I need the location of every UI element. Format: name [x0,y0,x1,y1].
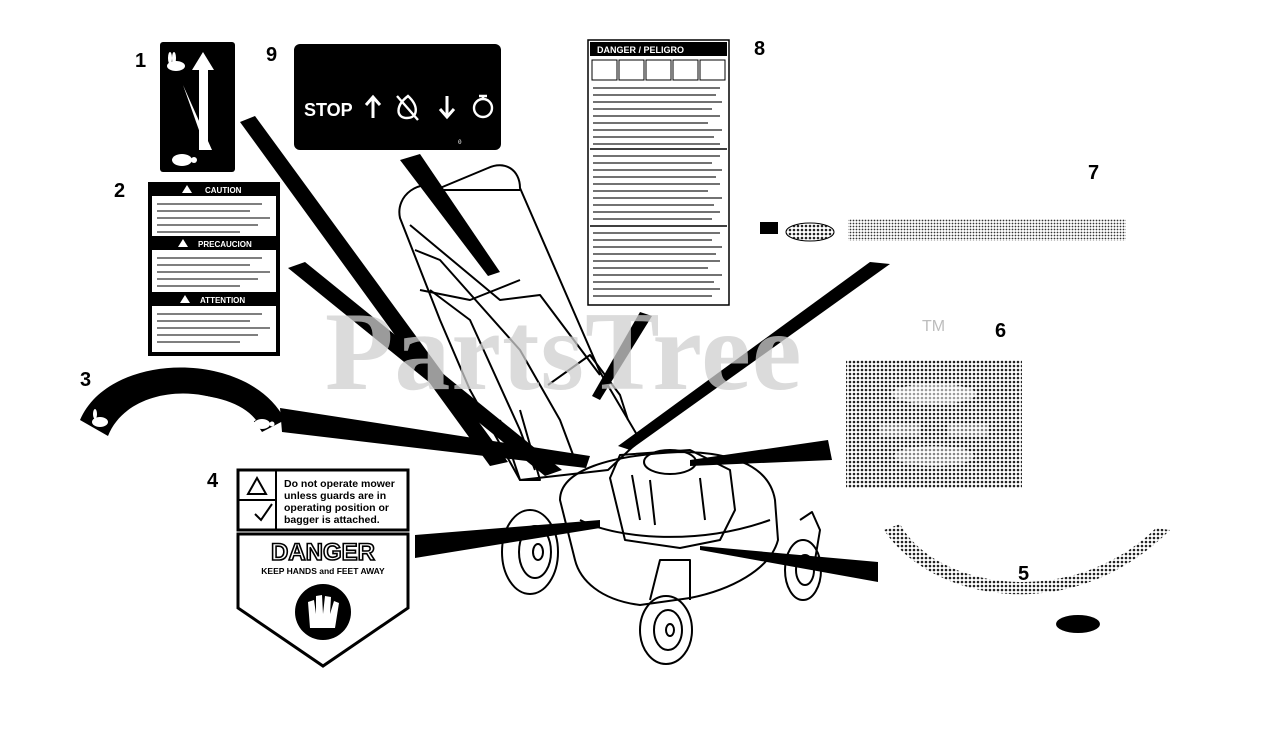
turtle-icon [254,419,275,429]
rear-wheel [501,509,559,595]
rabbit-icon [167,52,185,71]
stop-label: STOP [304,100,353,120]
choke-icon [396,94,419,121]
callout-1: 1 [135,50,147,72]
leader-7 [618,262,890,450]
right-wheel [784,539,822,601]
warning-triangle-icon [246,475,268,495]
caution-label: CAUTION [205,186,242,195]
decal-3-speed-arc [80,367,285,436]
warning-line-4: bagger is attached. [284,514,380,526]
decal-8-danger-peligro: DANGER / PELIGRO [587,39,730,306]
throttle-down-arrow-icon [438,96,456,120]
brand-logo-oval [1056,615,1100,633]
leader-lines [240,116,890,582]
decal-2-caution: CAUTION PRECAUCION ATTENTION [148,182,280,356]
callout-5: 5 [1018,563,1030,585]
precaucion-label: PRECAUCION [198,240,252,249]
up-arrow-icon [192,52,214,150]
checkmark-icon [254,503,273,522]
engine [609,449,736,549]
danger-pictograms [591,59,726,81]
decal-4-guard-warning: Do not operate mower unless guards are i… [236,468,410,668]
brand-logo-oval [785,222,835,242]
turtle-icon [172,154,197,166]
callout-9: 9 [266,44,278,66]
attention-label: ATTENTION [200,296,245,305]
fuel-icon [472,94,494,119]
decal-7-strip [760,219,1126,242]
watermark-trademark: TM [922,318,946,335]
warning-line-3: operating position or [284,502,389,514]
grass-bag [398,164,641,481]
decal-8-header: DANGER / PELIGRO [597,45,684,55]
callout-6: 6 [995,320,1007,342]
decal-8-text-block [590,87,727,297]
leader-5 [700,546,878,582]
callout-4: 4 [207,470,219,492]
brand-logo-oval [892,384,976,404]
callout-7: 7 [1088,162,1100,184]
mower-deck [559,451,779,606]
decal-9-throttle: STOP 0 [294,44,501,150]
lawn-mower-drawing [398,164,822,665]
callout-8: 8 [754,38,766,60]
danger-subtitle: KEEP HANDS and FEET AWAY [261,566,385,576]
leader-3 [280,408,590,468]
warning-line-2: unless guards are in [284,490,386,502]
air-filter [643,449,697,475]
decal-5-deck-arc [884,524,1170,633]
watermark: PartsTree [325,290,803,414]
leader-2 [288,262,562,476]
handle [414,249,576,461]
front-wheel [639,595,693,665]
decal-1-speed-control [160,42,235,172]
warning-line-1: Do not operate mower [284,478,395,490]
rabbit-icon [92,409,108,427]
throttle-up-arrow-icon [364,94,382,118]
leader-6 [690,440,832,466]
hand-blade-icon [295,584,351,640]
svg-text:Do not operate mower unl: Do not operate mower unless guards are i… [284,478,398,526]
danger-title: DANGER [271,539,375,566]
decal-6-engine-badge [846,360,1022,488]
callout-3: 3 [80,369,92,391]
decal-9-part-number: 0 [458,139,462,146]
callout-2: 2 [114,180,126,202]
warning-triangle-icon [178,185,192,303]
